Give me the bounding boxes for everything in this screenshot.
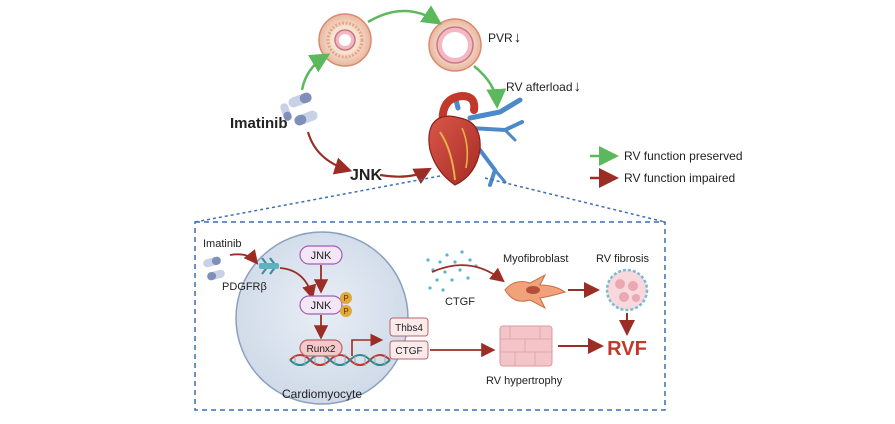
fibrosis-label: RV fibrosis [596,253,649,265]
hypertrophy-label: RV hypertrophy [486,375,563,387]
detail-box [194,221,666,411]
phospho-mark-1 [340,292,352,304]
dna-helix-icon [289,354,391,366]
cardiomyocyte-label: Cardiomyocyte [282,387,362,401]
legend: RV function preserved RV function impair… [590,146,743,188]
myofibroblast-icon [504,273,567,310]
arrow-receptor-to-jnk [279,267,317,300]
receptor-label: PDGFRβ [222,281,267,293]
jnk-phospho-box [299,295,343,315]
detail-imatinib-label: Imatinib [203,238,242,250]
arrow-jnk-to-heart [379,167,432,185]
fibrosis-tissue-icon [605,268,649,312]
pill-small-icon [203,256,225,281]
jnk-box-label: JNK [311,250,332,262]
vessel-thickened-icon [318,13,372,67]
legend-preserved-label: RV function preserved [624,149,743,163]
pill-icon [280,92,318,126]
phospho-mark-2 [340,305,352,317]
imatinib-label: Imatinib [230,115,288,132]
myofibroblast-label: Myofibroblast [503,253,568,265]
transcription-arrow [351,333,384,356]
jnk-phospho-label: JNK [311,300,332,312]
legend-impaired-label: RV function impaired [624,171,735,185]
vessel-dilated-icon [428,18,482,72]
ctgf-gene-label: CTGF [395,346,422,357]
arrow-vessel-to-heart [473,65,507,109]
thbs4-label: Thbs4 [395,323,423,334]
heart-icon [428,91,524,187]
arrow-imatinib-to-vessel [300,53,331,91]
jnk-top-label: JNK [350,167,382,184]
pvr-down-arrow: ↓ [514,29,522,46]
runx2-box [299,339,343,357]
zoom-line-right [484,177,666,223]
jnk-box [299,245,343,265]
phospho-label-1: P [343,294,348,303]
ctgf-gene-box [389,340,429,360]
arrow-ctgf-to-myofibroblast [431,264,505,283]
pvr-label: PVR↓ [488,29,521,46]
receptor-icon [259,257,279,275]
phospho-label-2: P [343,307,348,316]
runx2-label: Runx2 [307,344,336,355]
zoom-line-left [194,175,441,223]
arrow-imatinib-to-jnk [306,131,353,175]
arrow-detail-imatinib-to-receptor [229,249,259,265]
hypertrophy-tissue-icon [499,325,553,367]
rvf-outcome-label: RVF [607,338,647,360]
ctgf-secreted-label: CTGF [445,296,475,308]
arrow-vessel-to-vessel [367,5,443,25]
afterload-label: RV afterload↓ [506,78,581,95]
thbs4-box [389,317,429,337]
afterload-down-arrow: ↓ [574,78,582,95]
